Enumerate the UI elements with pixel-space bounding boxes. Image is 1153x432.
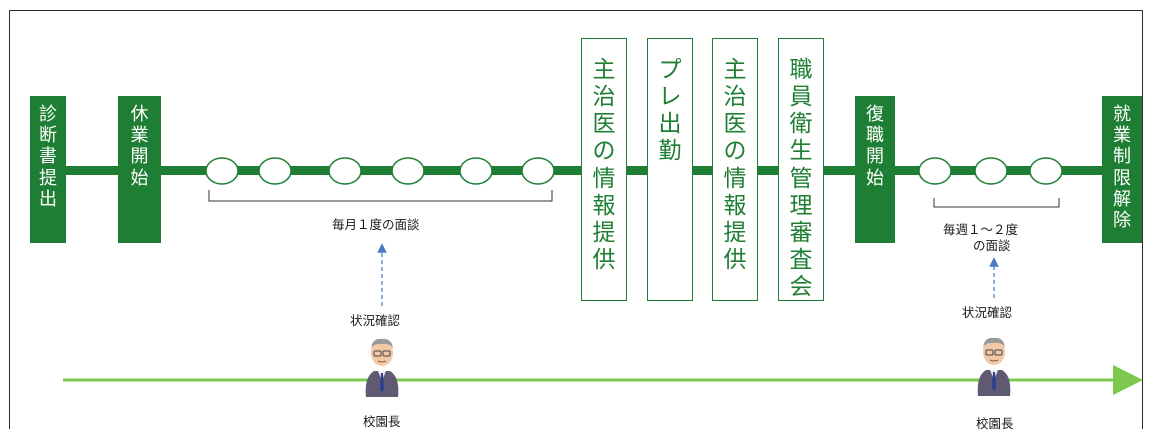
step-label-char: 治 — [723, 84, 747, 111]
step-label-char: 始 — [866, 167, 884, 189]
step-label-char: 開 — [130, 146, 149, 168]
step-label-char: 審 — [789, 219, 813, 246]
step-label: 主治医の情報提供 — [724, 57, 747, 274]
status-check-label-2: 状況確認 — [962, 305, 1013, 320]
diagram-frame — [9, 10, 1143, 429]
monthly-interview-markers — [205, 157, 555, 185]
interview-oval — [521, 157, 555, 185]
step-label-char: 理 — [789, 192, 813, 219]
step-staff-health-committee: 職員衛生管理審査会 — [778, 38, 824, 301]
step-label-char: 会 — [789, 274, 813, 300]
step-label-char: 報 — [723, 192, 747, 219]
step-label-char: 医 — [592, 111, 616, 138]
step-label-char: 出 — [39, 188, 57, 210]
status-check-label-1: 状況確認 — [350, 313, 401, 328]
step-label-char: 就 — [1113, 104, 1131, 125]
step-leave-start: 休業開始 — [118, 96, 161, 243]
step-label-char: 職 — [789, 57, 813, 83]
step-label-char: 員 — [789, 84, 813, 111]
step-label-char: 衛 — [789, 111, 813, 138]
step-label-char: 治 — [592, 84, 616, 111]
step-label: 主治医の情報提供 — [593, 57, 616, 274]
step-label-char: 管 — [789, 165, 813, 192]
step-label-char: 情 — [592, 165, 616, 192]
interview-oval — [974, 157, 1008, 185]
step-pre-work: プレ出勤 — [647, 38, 693, 301]
monthly-interview-note: 毎月１度の面談 — [332, 217, 420, 232]
weekly-interview-note-line1: 毎週１～２度 — [943, 222, 1019, 237]
step-label-char: の — [592, 138, 616, 165]
weekly-interview-note-line2: の面談 — [973, 238, 1011, 253]
step-label-char: 復 — [866, 104, 884, 125]
monthly-bracket — [208, 190, 553, 202]
step-label-char: 業 — [130, 125, 149, 147]
step-label: 休業開始 — [131, 104, 149, 189]
step-label-char: 報 — [592, 192, 616, 219]
step-label-char: 提 — [723, 219, 747, 246]
step-label-char: 提 — [592, 219, 616, 246]
interview-oval — [918, 157, 952, 185]
step-label-char: 解 — [1113, 188, 1131, 210]
step-label-char: 休 — [130, 104, 149, 125]
step-label-char: 査 — [789, 246, 813, 273]
step-label-char: 業 — [1113, 125, 1131, 147]
step-label-char: 勤 — [658, 138, 682, 165]
step-label-char: 限 — [1113, 167, 1131, 189]
person-in-suit-icon — [977, 337, 1011, 396]
step-label-char: 始 — [130, 167, 149, 189]
step-label-char: 主 — [592, 57, 616, 83]
interview-oval — [258, 157, 292, 185]
step-label-char: 診 — [39, 104, 57, 125]
principal-label-2: 校園長 — [976, 416, 1014, 431]
step-label-char: 主 — [723, 57, 747, 83]
step-label-char: レ — [658, 84, 682, 111]
weekly-bracket — [933, 198, 1060, 208]
principal-label-1: 校園長 — [363, 414, 401, 429]
step-label-char: 開 — [866, 146, 884, 168]
step-label-char: 職 — [866, 125, 884, 147]
step-label: プレ出勤 — [659, 57, 682, 166]
step-label-char: 生 — [789, 138, 813, 165]
step-label-char: 医 — [723, 111, 747, 138]
step-label: 就業制限解除 — [1113, 104, 1131, 231]
step-label-char: 書 — [39, 146, 57, 168]
interview-oval — [459, 157, 493, 185]
step-label: 職員衛生管理審査会 — [790, 57, 813, 301]
step-return-start: 復職開始 — [855, 96, 895, 243]
step-label-char: 出 — [658, 111, 682, 138]
weekly-interview-markers — [918, 157, 1063, 185]
step-label-char: 情 — [723, 165, 747, 192]
step-label-char: 供 — [592, 246, 616, 273]
interview-oval — [391, 157, 425, 185]
step-diagnosis-submission: 診断書提出 — [30, 96, 66, 243]
step-label: 診断書提出 — [39, 104, 57, 210]
step-label-char: 制 — [1113, 146, 1131, 168]
interview-oval — [205, 157, 239, 185]
step-doctor-info-2: 主治医の情報提供 — [712, 38, 758, 301]
step-label-char: の — [723, 138, 747, 165]
step-restriction-removed: 就業制限解除 — [1102, 96, 1142, 243]
person-in-suit-icon — [365, 338, 399, 397]
step-label-char: 提 — [39, 167, 57, 189]
step-label-char: 供 — [723, 246, 747, 273]
step-label-char: 断 — [39, 125, 57, 147]
step-label-char: プ — [658, 57, 682, 83]
step-label-char: 除 — [1113, 210, 1131, 232]
interview-oval — [328, 157, 362, 185]
interview-oval — [1029, 157, 1063, 185]
step-label: 復職開始 — [866, 104, 884, 189]
step-doctor-info-1: 主治医の情報提供 — [581, 38, 627, 301]
